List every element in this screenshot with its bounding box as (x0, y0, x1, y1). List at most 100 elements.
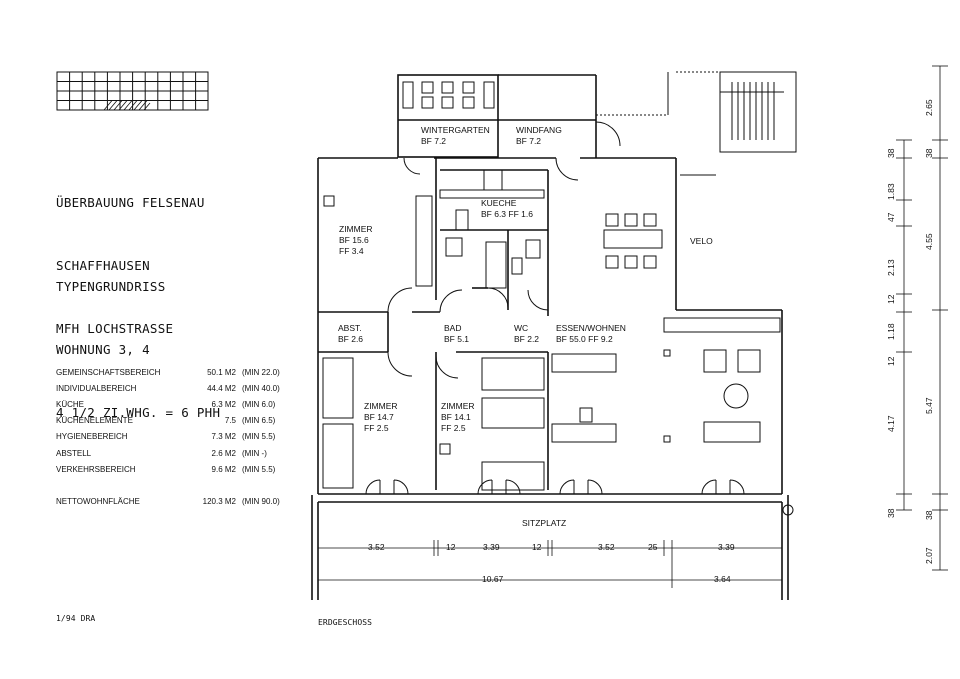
project-title-line: ÜBERBAUUNG FELSENAU (56, 195, 205, 210)
project-title-line: MFH LOCHSTRASSE (56, 321, 174, 336)
room-label-sitzplatz: SITZPLATZ (522, 518, 567, 528)
dim-v: 38 (924, 510, 934, 520)
room-name: ESSEN/WOHNEN (556, 323, 626, 333)
room-area: BF 7.2 (516, 136, 542, 146)
dim-v: 4.17 (886, 415, 896, 432)
room-area: BF 55.0 FF 9.2 (556, 334, 613, 344)
room-name: BAD (444, 323, 462, 333)
room-name: WINDFANG (516, 125, 562, 135)
area-row: ABSTELL 2.6 M2 (MIN -) (56, 445, 280, 461)
dim-h: 3.52 (598, 542, 615, 552)
dim-h: 3.39 (718, 542, 735, 552)
area-name: KÜCHENELEMENTE (56, 416, 133, 426)
dim-h: 3.52 (368, 542, 385, 552)
room-area: FF 3.4 (339, 246, 364, 256)
room-area: BF 5.1 (444, 334, 470, 344)
dim-v: 47 (886, 212, 896, 222)
net-area-row: NETTOWOHNFLÄCHE 120.3 M2 (MIN 90.0) (56, 494, 280, 510)
dim-h: 12 (446, 542, 456, 552)
area-value: 7.3 M2 (211, 432, 236, 442)
area-min: (MIN -) (242, 448, 267, 458)
area-row: GEMEINSCHAFTSBEREICH 50.1 M2 (MIN 22.0) (56, 364, 280, 380)
project-type-line: TYPENGRUNDRISS (56, 279, 166, 294)
area-value: 50.1 M2 (207, 367, 236, 377)
area-table: GEMEINSCHAFTSBEREICH 50.1 M2 (MIN 22.0) … (56, 364, 280, 510)
area-name: INDIVIDUALBEREICH (56, 383, 137, 393)
dim-v: 4.55 (924, 233, 934, 250)
area-row: VERKEHRSBEREICH 9.6 M2 (MIN 5.5) (56, 461, 280, 477)
area-value: 7.5 (224, 416, 236, 426)
room-name: ZIMMER (364, 401, 398, 411)
project-type-line: WOHNUNG 3, 4 (56, 342, 150, 357)
area-name: VERKEHRSBEREICH (56, 464, 136, 474)
net-area-value: 120.3 M2 (202, 497, 236, 507)
room-area: BF 7.2 (421, 136, 447, 146)
dim-v: 38 (886, 148, 896, 158)
area-row: KÜCHENELEMENTE 7.5 (MIN 6.5) (56, 413, 280, 429)
dim-h: 10.67 (482, 574, 504, 584)
room-area: FF 2.5 (441, 423, 466, 433)
room-name: WC (514, 323, 529, 333)
dim-h: 3.39 (483, 542, 500, 552)
project-type-line: 4 1/2 ZI.WHG. = 6 PHH (56, 405, 221, 420)
room-name: KUECHE (481, 198, 517, 208)
project-type: TYPENGRUNDRISS WOHNUNG 3, 4 4 1/2 ZI.WHG… (56, 234, 220, 444)
room-name: ABST. (338, 323, 362, 333)
area-value: 9.6 M2 (211, 464, 236, 474)
area-min: (MIN 5.5) (242, 464, 276, 474)
area-row: INDIVIDUALBEREICH 44.4 M2 (MIN 40.0) (56, 380, 280, 396)
area-value: 44.4 M2 (207, 383, 236, 393)
room-name: ZIMMER (339, 224, 373, 234)
dim-v: 38 (886, 508, 896, 518)
area-min: (MIN 5.5) (242, 432, 276, 442)
project-title: ÜBERBAUUNG FELSENAU SCHAFFHAUSEN MFH LOC… (56, 150, 205, 360)
room-area: FF 2.5 (364, 423, 389, 433)
dim-v: 5.47 (924, 397, 934, 414)
room-area: BF 6.3 FF 1.6 (481, 209, 533, 219)
floor-label: ERDGESCHOSS (318, 618, 373, 627)
room-label-abst: ABST.BF 2.6 (338, 323, 363, 345)
area-value: 2.6 M2 (211, 448, 236, 458)
room-label-velo: VELO (690, 236, 713, 246)
net-area-name: NETTOWOHNFLÄCHE (56, 497, 140, 507)
area-name: GEMEINSCHAFTSBEREICH (56, 367, 161, 377)
area-row: HYGIENEBEREICH 7.3 M2 (MIN 5.5) (56, 429, 280, 445)
drawing-date: 1/94 DRA (56, 614, 96, 623)
dim-v: 2.07 (924, 547, 934, 564)
project-title-line: SCHAFFHAUSEN (56, 258, 150, 273)
area-value: 6.3 M2 (211, 399, 236, 409)
dim-h: 12 (532, 542, 542, 552)
net-area-min: (MIN 90.0) (242, 497, 280, 507)
room-area: BF 15.6 (339, 235, 369, 245)
dim-v: 12 (886, 356, 896, 366)
room-area: BF 2.2 (514, 334, 540, 344)
room-area: BF 2.6 (338, 334, 364, 344)
dim-h: 3.64 (714, 574, 731, 584)
area-name: HYGIENEBEREICH (56, 432, 128, 442)
area-min: (MIN 40.0) (242, 383, 280, 393)
room-name: ZIMMER (441, 401, 475, 411)
dim-v: 1.83 (886, 183, 896, 200)
dim-v: 12 (886, 294, 896, 304)
dim-v: 2.13 (886, 259, 896, 276)
area-name: KÜCHE (56, 399, 85, 409)
room-area: BF 14.7 (364, 412, 394, 422)
area-row: KÜCHE 6.3 M2 (MIN 6.0) (56, 396, 280, 412)
area-min: (MIN 22.0) (242, 367, 280, 377)
area-name: ABSTELL (56, 448, 92, 458)
area-min: (MIN 6.5) (242, 416, 276, 426)
area-min: (MIN 6.0) (242, 399, 276, 409)
dim-h: 25 (648, 542, 658, 552)
dim-v: 2.65 (924, 99, 934, 116)
room-area: BF 14.1 (441, 412, 471, 422)
dim-v: 38 (924, 148, 934, 158)
